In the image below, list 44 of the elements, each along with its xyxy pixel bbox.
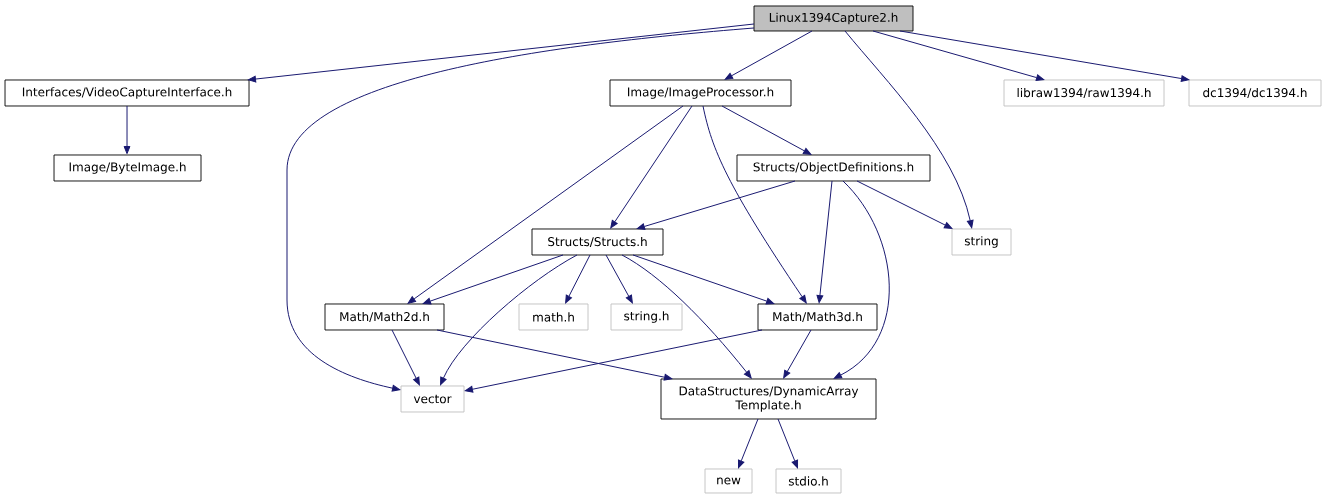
arrow bbox=[464, 329, 763, 393]
arrow bbox=[286, 27, 755, 392]
file-box: Math/Math3d.h bbox=[757, 303, 878, 331]
arrow bbox=[440, 254, 578, 386]
file-box: stdio.h bbox=[775, 468, 842, 494]
file-box: libraw1394/raw1394.h bbox=[1003, 79, 1165, 107]
file-box: math.h bbox=[518, 303, 589, 331]
arrow bbox=[391, 329, 420, 386]
arrow bbox=[872, 30, 1045, 81]
arrow bbox=[783, 329, 812, 379]
arrow bbox=[844, 30, 974, 229]
arrow bbox=[702, 105, 807, 304]
arrow bbox=[724, 30, 813, 80]
arrow bbox=[247, 23, 755, 83]
arrow bbox=[856, 180, 953, 229]
file-box: Image/ByteImage.h bbox=[53, 154, 202, 182]
arrow bbox=[777, 418, 799, 469]
arrow bbox=[636, 180, 796, 230]
file-box: vector bbox=[400, 385, 465, 413]
file-box: string bbox=[951, 228, 1012, 256]
file-box: new bbox=[704, 468, 753, 494]
arrow bbox=[123, 105, 131, 155]
file-box: Linux1394Capture2.h bbox=[753, 5, 914, 32]
arrow bbox=[721, 105, 812, 155]
arrow bbox=[436, 329, 673, 381]
file-box: Math/Math2d.h bbox=[324, 303, 445, 331]
arrow bbox=[422, 254, 564, 305]
file-box: string.h bbox=[610, 303, 683, 331]
arrow bbox=[610, 105, 693, 229]
file-box: DataStructures/DynamicArray Template.h bbox=[660, 378, 877, 420]
arrow bbox=[621, 254, 752, 379]
file-box: dc1394/dc1394.h bbox=[1188, 79, 1322, 107]
file-box: Structs/Structs.h bbox=[531, 228, 664, 256]
arrow bbox=[833, 180, 890, 379]
arrow bbox=[899, 30, 1190, 82]
arrow bbox=[407, 105, 684, 304]
arrow bbox=[738, 418, 759, 469]
file-box: Interfaces/VideoCaptureInterface.h bbox=[4, 79, 250, 107]
arrow bbox=[565, 254, 591, 304]
arrow bbox=[605, 254, 633, 304]
arrow bbox=[632, 254, 775, 305]
arrow bbox=[816, 180, 833, 304]
file-box: Image/ImageProcessor.h bbox=[609, 79, 792, 107]
file-box: Structs/ObjectDefinitions.h bbox=[736, 154, 931, 182]
